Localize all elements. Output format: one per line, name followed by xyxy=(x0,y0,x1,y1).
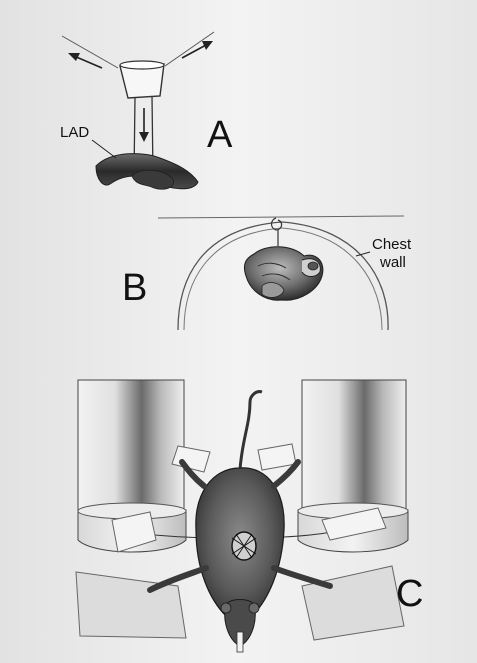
chest-wall-label-line2: wall xyxy=(379,254,406,271)
heart-vessel-opening xyxy=(308,262,318,270)
chest-wall-label-line1: Chest xyxy=(372,236,412,253)
panel-letter-a: A xyxy=(207,114,233,156)
lad-label: LAD xyxy=(60,124,89,141)
intubation-tube xyxy=(237,632,243,652)
panel-letter-b: B xyxy=(122,267,147,309)
panel-letter-c: C xyxy=(396,573,423,615)
snare-tube-rim xyxy=(120,61,164,69)
mouse-ear-right xyxy=(249,603,259,613)
mouse-ear-left xyxy=(221,603,231,613)
